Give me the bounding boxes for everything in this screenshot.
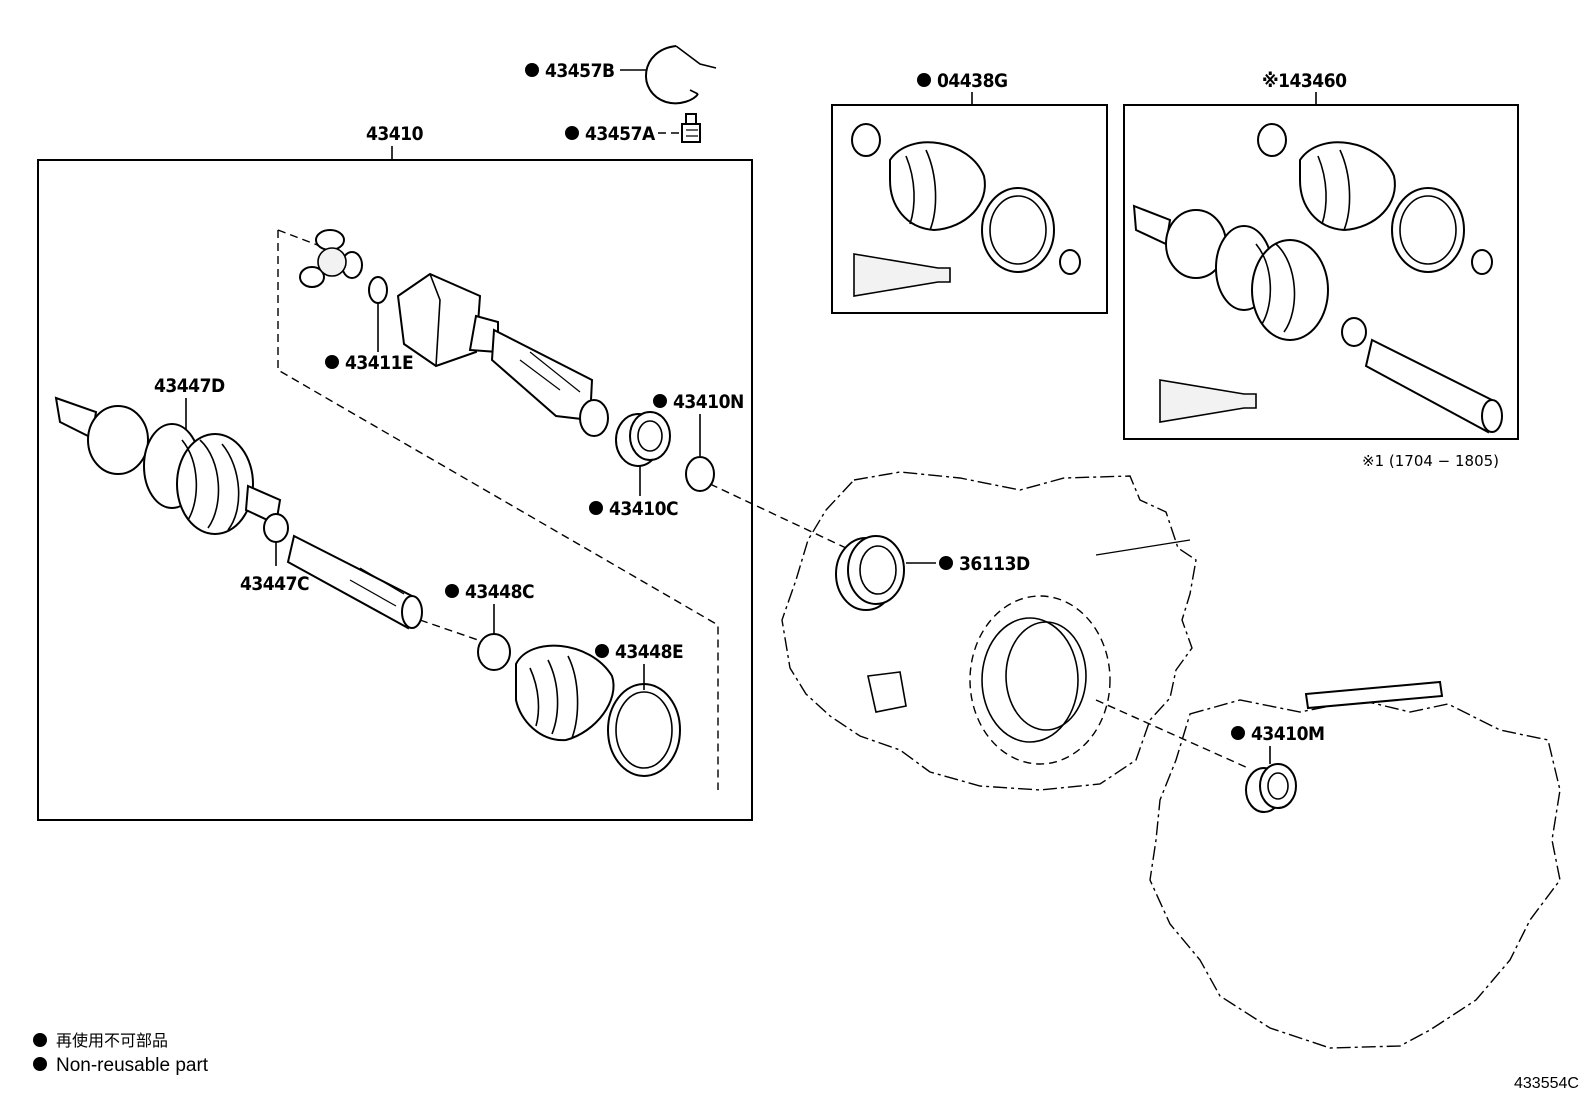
- legend-dot-jp: [33, 1033, 47, 1047]
- tripod-joint-part: [299, 229, 363, 288]
- label-43447C[interactable]: 43447C: [240, 573, 310, 595]
- label-43447D[interactable]: 43447D: [154, 375, 225, 397]
- label-43457A[interactable]: 43457A: [585, 123, 656, 145]
- assembly-box-43410: [37, 159, 753, 821]
- drive-shaft-part: [286, 534, 423, 630]
- label-43460[interactable]: ※143460: [1262, 70, 1348, 92]
- non-reusable-dot-43457B: [525, 63, 539, 77]
- label-43411E[interactable]: 43411E: [345, 352, 414, 374]
- clamp-43448C: [477, 633, 511, 671]
- label-43448C[interactable]: 43448C: [465, 581, 535, 603]
- label-43410N[interactable]: 43410N: [673, 391, 744, 413]
- oil-seal-36113D: [835, 535, 905, 611]
- label-04438G[interactable]: 04438G: [937, 70, 1008, 92]
- legend-dot-en: [33, 1057, 47, 1071]
- subassembly-outline: [277, 229, 719, 790]
- bearing-43410C: [615, 411, 671, 467]
- snap-ring-43411E: [368, 276, 388, 304]
- transaxle-case-outline: [781, 471, 1197, 791]
- label-36113D[interactable]: 36113D: [959, 553, 1030, 575]
- non-reusable-dot-04438G: [917, 73, 931, 87]
- label-43460-prefix: ※1: [1262, 70, 1290, 92]
- label-43410C[interactable]: 43410C: [609, 498, 679, 520]
- assembly-43460-contents: [1132, 123, 1503, 434]
- differential-case-outline: [1149, 680, 1561, 1049]
- boot-kit-box-04438G: [831, 104, 1108, 314]
- legend-text-en: Non-reusable part: [56, 1055, 209, 1076]
- legend-text-jp: 再使用不可部品: [56, 1031, 168, 1050]
- inboard-joint-shaft-part: [396, 272, 609, 437]
- assembly-box-43460: [1123, 104, 1519, 440]
- bolt-part: [681, 113, 701, 143]
- illustration-code: 433554C: [1514, 1075, 1579, 1092]
- clamp-43447C: [263, 513, 289, 543]
- label-43410[interactable]: 43410: [366, 123, 424, 145]
- snap-ring-43410N: [685, 456, 715, 492]
- snap-ring-part: [644, 45, 717, 105]
- non-reusable-dot-43410C: [589, 501, 603, 515]
- non-reusable-dot-43411E: [325, 355, 339, 369]
- boot-43448E: [515, 644, 615, 742]
- non-reusable-dot-43448E: [595, 644, 609, 658]
- applicability-note: ※1 (1704 − 1805): [1362, 452, 1499, 470]
- non-reusable-dot-36113D: [939, 556, 953, 570]
- label-43410M[interactable]: 43410M: [1251, 723, 1325, 745]
- non-reusable-dot-43448C: [445, 584, 459, 598]
- label-43457B[interactable]: 43457B: [545, 60, 615, 82]
- non-reusable-dot-43410N: [653, 394, 667, 408]
- boot-kit-contents: [851, 123, 1081, 297]
- non-reusable-dot-43457A: [565, 126, 579, 140]
- label-43460-number: 43460: [1290, 70, 1348, 92]
- bushing-43410M: [1245, 763, 1297, 813]
- non-reusable-dot-43410M: [1231, 726, 1245, 740]
- outboard-joint-part: [54, 396, 282, 535]
- label-43448E[interactable]: 43448E: [615, 641, 684, 663]
- boot-band-43448E: [607, 683, 681, 777]
